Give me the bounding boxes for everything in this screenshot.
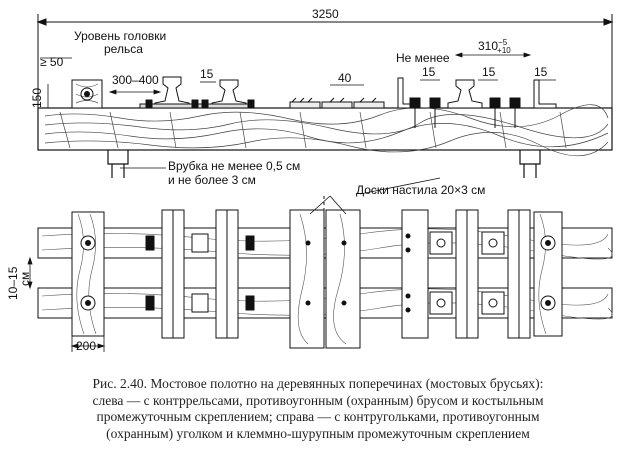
total-length-dimension: [36, 14, 614, 110]
plan-right-rails: [401, 209, 531, 339]
deck-boards-side: [289, 97, 385, 109]
width-200-label: 200: [76, 339, 97, 353]
not-less-label: Не менее: [396, 51, 450, 65]
height-150-label: 150: [30, 87, 44, 108]
left-rails-side: [139, 76, 255, 109]
caption-line-2: слева — с контррельсами, противоугонным …: [92, 392, 544, 408]
tolerance-310-upper: −5: [498, 38, 508, 47]
spacing-cm-label: см: [18, 271, 32, 286]
support-brackets: [107, 150, 541, 178]
tolerance-310-label: 310−5+10: [478, 38, 511, 55]
caption-line-3: промежуточным скреплением; справа — с ко…: [96, 409, 540, 424]
plan-deck-boards: [289, 196, 361, 349]
plan-right-timber: [533, 211, 563, 337]
notch-label-2: и не более 3 см: [168, 173, 256, 187]
figure-caption: Рис. 2.40. Мостовое полотно на деревянны…: [18, 376, 618, 442]
guard-beam-left: [71, 79, 103, 109]
caption-line-4: (охранным) уголком и клеммно-шурупным пр…: [106, 425, 530, 441]
rail-head-level-label-2: рельса: [104, 42, 143, 56]
plan-dimension-lines: [27, 195, 347, 352]
caption-line-1: Рис. 2.40. Мостовое полотно на деревянны…: [92, 376, 544, 391]
bridge-deck-drawing: [27, 14, 614, 352]
sleeper-side-view: [37, 104, 613, 157]
gap-300-400-label: 300–400: [112, 73, 159, 87]
plan-left-rails: [145, 209, 255, 339]
notch-label-1: Врубка не менее 0,5 см: [168, 159, 301, 173]
tolerance-310-base: 310: [478, 39, 499, 53]
deck-boards-label: Доски настила 20×3 см: [356, 183, 486, 197]
total-length-label: 3250: [312, 7, 339, 21]
right-rails-side: [397, 77, 557, 128]
min-50-label: ≥ 50: [40, 55, 64, 69]
gap-40-label: 40: [338, 71, 352, 85]
side-dimension-lines: [40, 52, 556, 195]
gap-15-left-label: 15: [200, 67, 214, 81]
gap-15-c-label: 15: [534, 65, 548, 79]
tolerance-310-lower: +10: [497, 46, 511, 55]
rail-head-level-label-1: Уровень головки: [74, 29, 167, 43]
gap-15-b-label: 15: [482, 65, 496, 79]
gap-15-a-label: 15: [422, 65, 436, 79]
plan-guard-beam: [71, 211, 105, 337]
